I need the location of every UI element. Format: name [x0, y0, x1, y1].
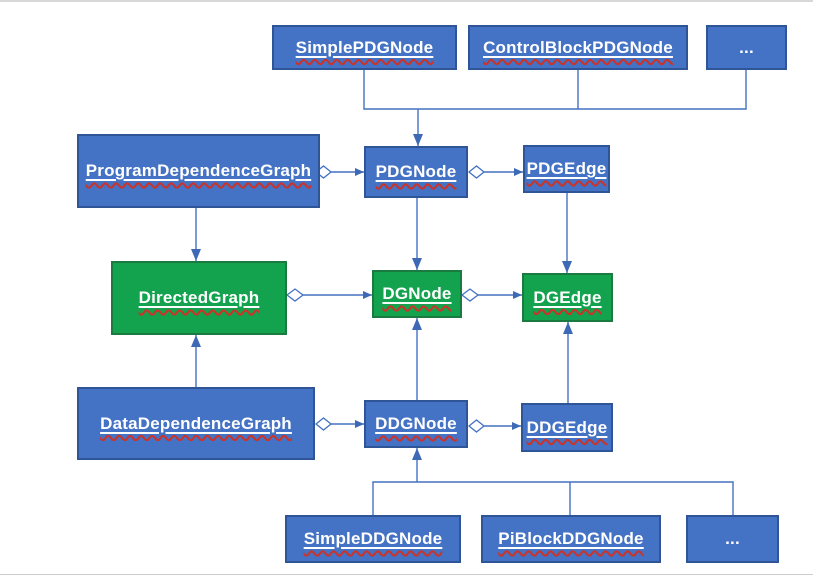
- node-label: DataDependenceGraph: [100, 413, 292, 433]
- node-label: DGNode: [382, 284, 452, 303]
- node-ddg-ellipsis[interactable]: ...: [686, 515, 779, 563]
- aggregation-ddgnode-to-ddgedge: [467, 419, 521, 433]
- node-ddg-edge[interactable]: DDGEdge: [521, 403, 613, 452]
- node-directed-graph[interactable]: DirectedGraph: [111, 261, 287, 335]
- node-label-squiggle: DataDependenceGraph: [100, 414, 292, 434]
- aggregation-pdg-to-pdgnode: [314, 165, 364, 179]
- node-label: ...: [725, 529, 740, 548]
- node-dg-edge[interactable]: DGEdge: [522, 273, 613, 322]
- node-control-block-pdg-node[interactable]: ControlBlockPDGNode: [468, 25, 688, 70]
- aggregation-directedgraph-to-dgnode: [285, 288, 372, 302]
- node-simple-pdg-node[interactable]: SimplePDGNode: [272, 25, 457, 70]
- aggregation-pdgnode-to-pdgedge: [467, 165, 523, 179]
- node-label-squiggle: SimpleDDGNode: [304, 529, 443, 549]
- node-pi-block-ddg-node[interactable]: PiBlockDDGNode: [481, 515, 661, 563]
- node-label-squiggle: DirectedGraph: [139, 288, 260, 308]
- node-data-dependence-graph[interactable]: DataDependenceGraph: [77, 387, 315, 460]
- node-label: PDGEdge: [526, 159, 607, 178]
- node-label: PDGNode: [375, 162, 457, 181]
- node-ddg-node[interactable]: DDGNode: [364, 400, 468, 448]
- node-label-squiggle: ProgramDependenceGraph: [86, 161, 311, 181]
- aggregation-ddg-to-ddgnode: [314, 417, 364, 431]
- node-label-squiggle: SimplePDGNode: [296, 38, 434, 58]
- slide-bottom-edge: [0, 574, 813, 575]
- node-label-squiggle: DDGEdge: [527, 418, 608, 438]
- node-dg-node[interactable]: DGNode: [372, 270, 462, 318]
- node-label: SimplePDGNode: [295, 37, 434, 57]
- slide-top-edge: [0, 0, 813, 2]
- aggregation-dgnode-to-dgedge: [460, 288, 522, 302]
- node-label: SimpleDDGNode: [303, 529, 443, 548]
- node-label-squiggle: DGEdge: [533, 288, 601, 308]
- node-label: ...: [739, 37, 754, 57]
- node-label: DDGNode: [375, 414, 457, 433]
- node-label-squiggle: PDGEdge: [527, 159, 607, 179]
- node-label-squiggle: ControlBlockPDGNode: [483, 38, 673, 58]
- node-program-dependence-graph[interactable]: ProgramDependenceGraph: [77, 134, 320, 208]
- node-pdg-node[interactable]: PDGNode: [364, 146, 468, 198]
- node-label: DGEdge: [533, 287, 602, 307]
- node-label: ProgramDependenceGraph: [85, 161, 312, 180]
- node-label: DDGEdge: [526, 417, 608, 437]
- node-pdg-ellipsis[interactable]: ...: [706, 25, 787, 70]
- node-label: DirectedGraph: [138, 288, 260, 307]
- node-label: ControlBlockPDGNode: [483, 37, 673, 57]
- node-label-squiggle: DDGNode: [375, 414, 457, 434]
- node-simple-ddg-node[interactable]: SimpleDDGNode: [285, 515, 461, 563]
- node-label-squiggle: PiBlockDDGNode: [498, 529, 643, 549]
- fan-bottom-to-ddgnode: [372, 448, 734, 515]
- node-pdg-edge[interactable]: PDGEdge: [523, 145, 610, 193]
- node-label-squiggle: PDGNode: [376, 162, 457, 182]
- node-label: PiBlockDDGNode: [498, 529, 644, 548]
- fan-top-to-pdgnode: [363, 70, 747, 146]
- node-label-squiggle: DGNode: [382, 284, 451, 304]
